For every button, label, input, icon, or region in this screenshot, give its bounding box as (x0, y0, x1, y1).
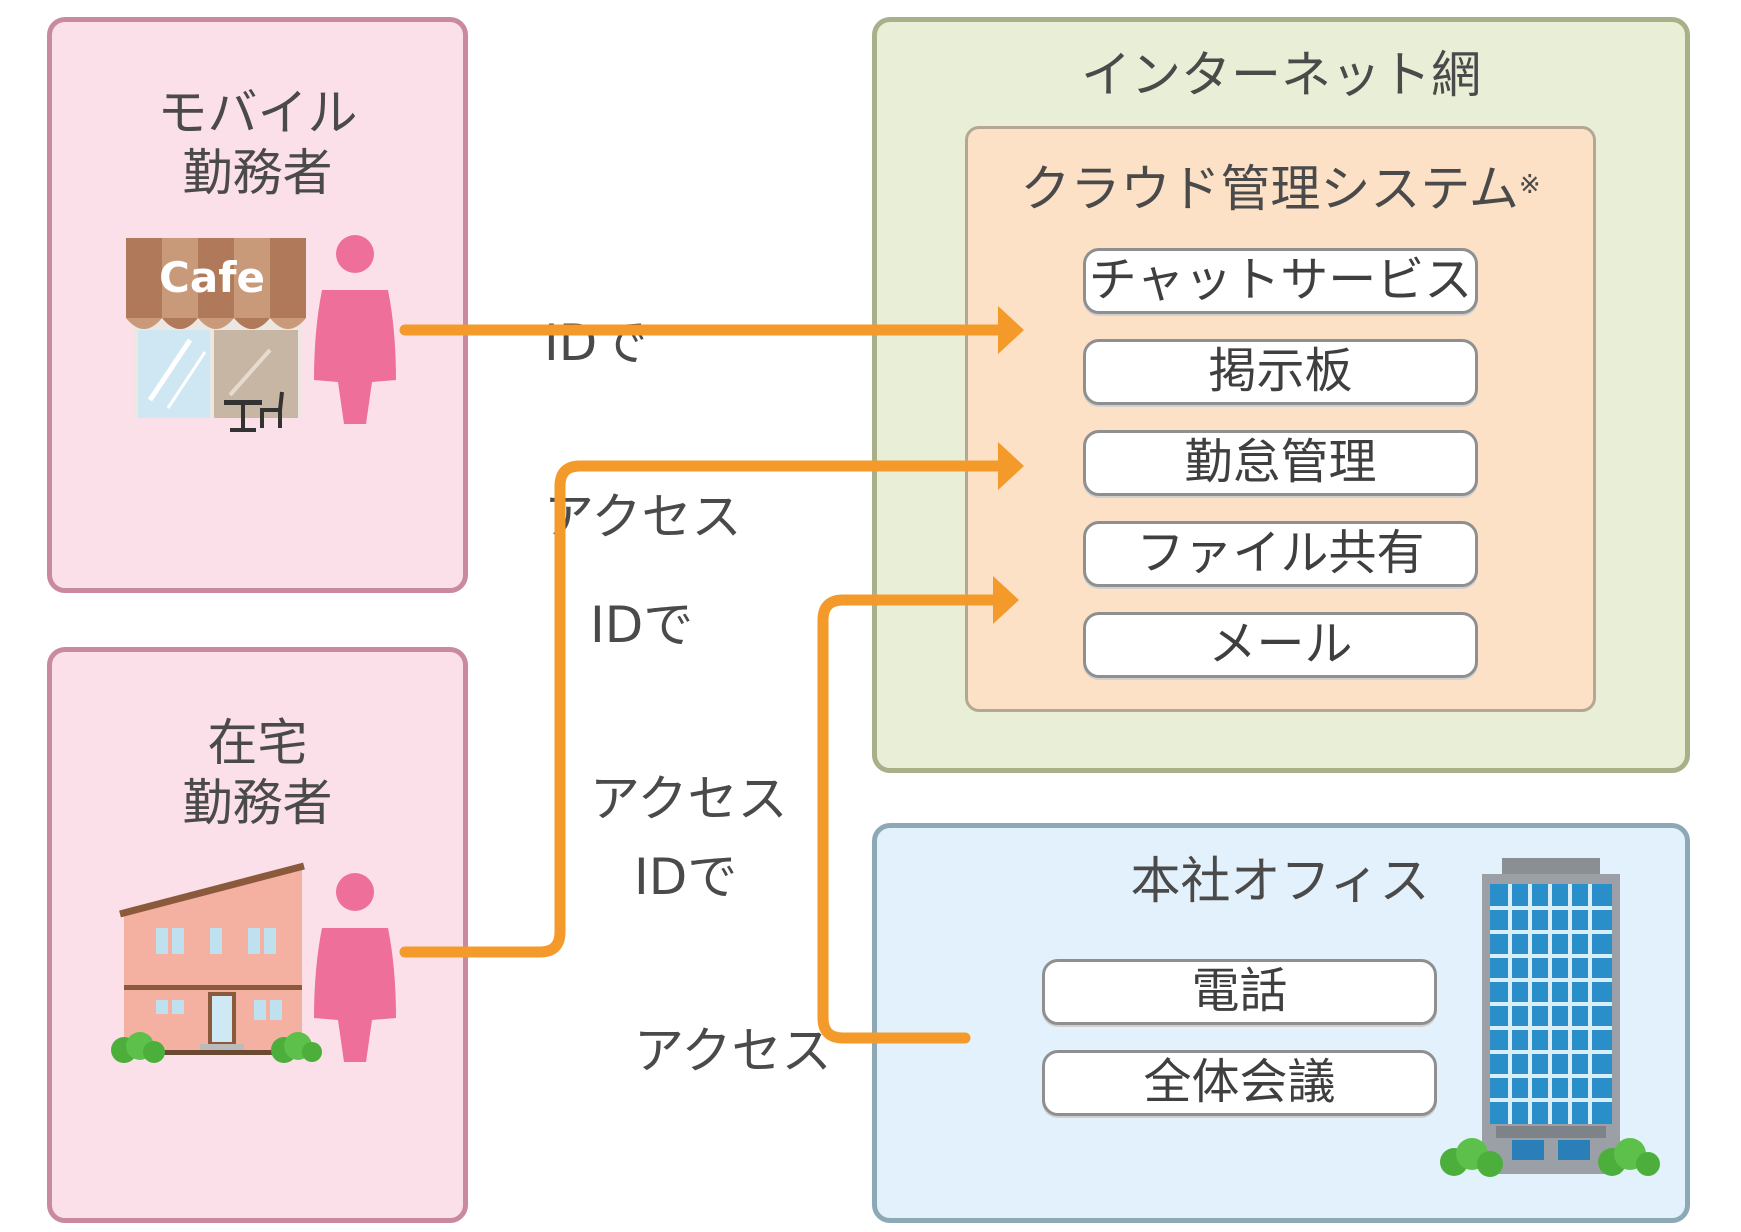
arrow-home-to-cloud (399, 442, 1024, 958)
arrow-office-to-cloud (817, 576, 1019, 1044)
person-icon-home (314, 873, 396, 1062)
cloud-system-title-text: クラウド管理システム (1020, 160, 1519, 218)
access-label-mobile-line1: IDで (544, 314, 648, 372)
cloud-system-note-mark: ※ (1518, 170, 1541, 200)
service-file-sharing: ファイル共有 (1083, 521, 1478, 587)
service-chat: チャットサービス (1083, 248, 1478, 314)
arrow-mobile-to-cloud (399, 306, 1024, 354)
cafe-icon (126, 238, 306, 432)
office-service-phone: 電話 (1042, 959, 1437, 1025)
head-office-title: 本社オフィス (1130, 852, 1430, 910)
mobile-worker-title-line1: モバイル (157, 84, 358, 142)
access-label-home: IDで アクセス (590, 480, 788, 886)
home-worker-title-line2: 勤務者 (182, 774, 333, 832)
access-label-home-line1: IDで (590, 596, 694, 654)
access-label-mobile: IDで アクセス (544, 198, 742, 604)
access-label-mobile-line2: アクセス (544, 488, 742, 546)
cloud-system-title: クラウド管理システム※ (965, 158, 1596, 220)
access-label-office-line2: アクセス (634, 1022, 832, 1080)
access-label-home-line2: アクセス (590, 770, 788, 828)
access-label-office: IDで アクセス (634, 732, 832, 1138)
service-attendance: 勤怠管理 (1083, 430, 1478, 496)
mobile-worker-title-line2: 勤務者 (182, 144, 333, 202)
service-bulletin-board: 掲示板 (1083, 339, 1478, 405)
home-worker-title-line1: 在宅 (207, 714, 308, 772)
access-label-office-line1: IDで (634, 848, 738, 906)
house-icon (111, 862, 322, 1063)
service-mail: メール (1083, 612, 1478, 678)
internet-network-title: インターネット網 (1081, 46, 1481, 104)
office-service-all-hands-meeting: 全体会議 (1042, 1050, 1437, 1116)
office-building-icon (1440, 858, 1660, 1177)
access-arrows (399, 306, 1024, 1044)
cafe-sign: Cafe (159, 253, 265, 302)
person-icon-mobile (314, 235, 396, 424)
